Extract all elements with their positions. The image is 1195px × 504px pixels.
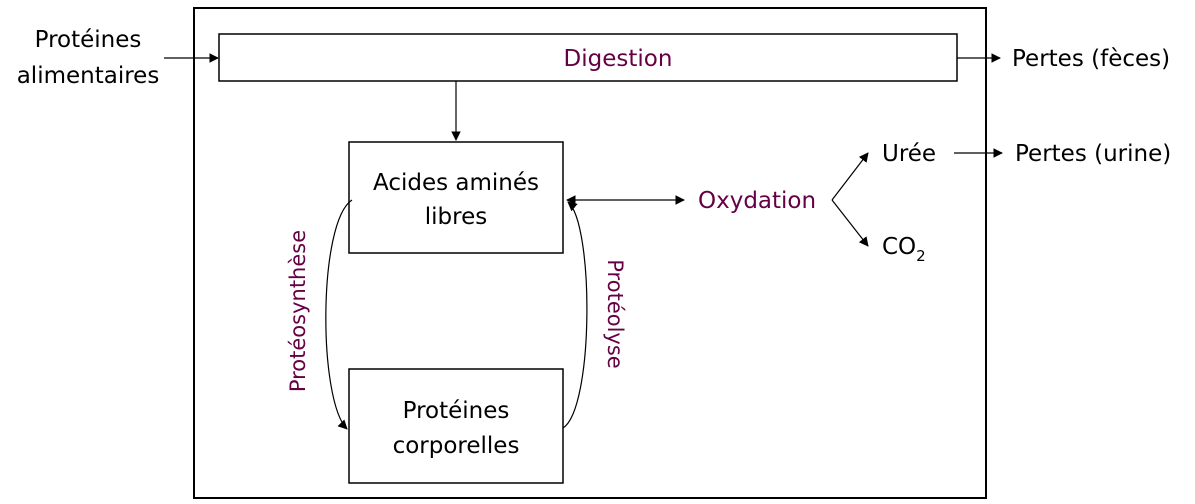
input-label-line2: alimentaires [17,63,160,89]
oxidation-to-urea-arrow [831,152,869,201]
input-label-line1: Protéines [35,27,142,53]
urine-loss-label: Pertes (urine) [1015,141,1171,167]
body-proteins-box [348,368,564,484]
oxidation-to-co2-arrow [831,199,869,247]
digestion-label: Digestion [564,46,673,72]
proteosynthesis-label: Protéosynthèse [286,230,310,392]
organism-frame [193,7,987,499]
free-amino-acids-box [348,141,564,254]
proteolysis-label: Protéolyse [603,259,627,368]
co2-main: CO [882,234,916,260]
body-proteins-label-line1: Protéines [403,398,510,424]
free-amino-acids-label-line1: Acides aminés [373,170,539,196]
body-proteins-label-line2: corporelles [393,433,520,459]
urea-label: Urée [882,141,936,167]
proteosynthesis-arrow [325,199,353,430]
oxidation-label: Oxydation [698,188,816,214]
digestion-box [218,33,958,82]
free-amino-acids-label-line2: libres [425,204,487,230]
proteolysis-arrow [562,201,588,429]
co2-subscript: 2 [916,247,926,265]
feces-loss-label: Pertes (fèces) [1012,46,1170,72]
co2-label: CO2 [882,234,926,265]
